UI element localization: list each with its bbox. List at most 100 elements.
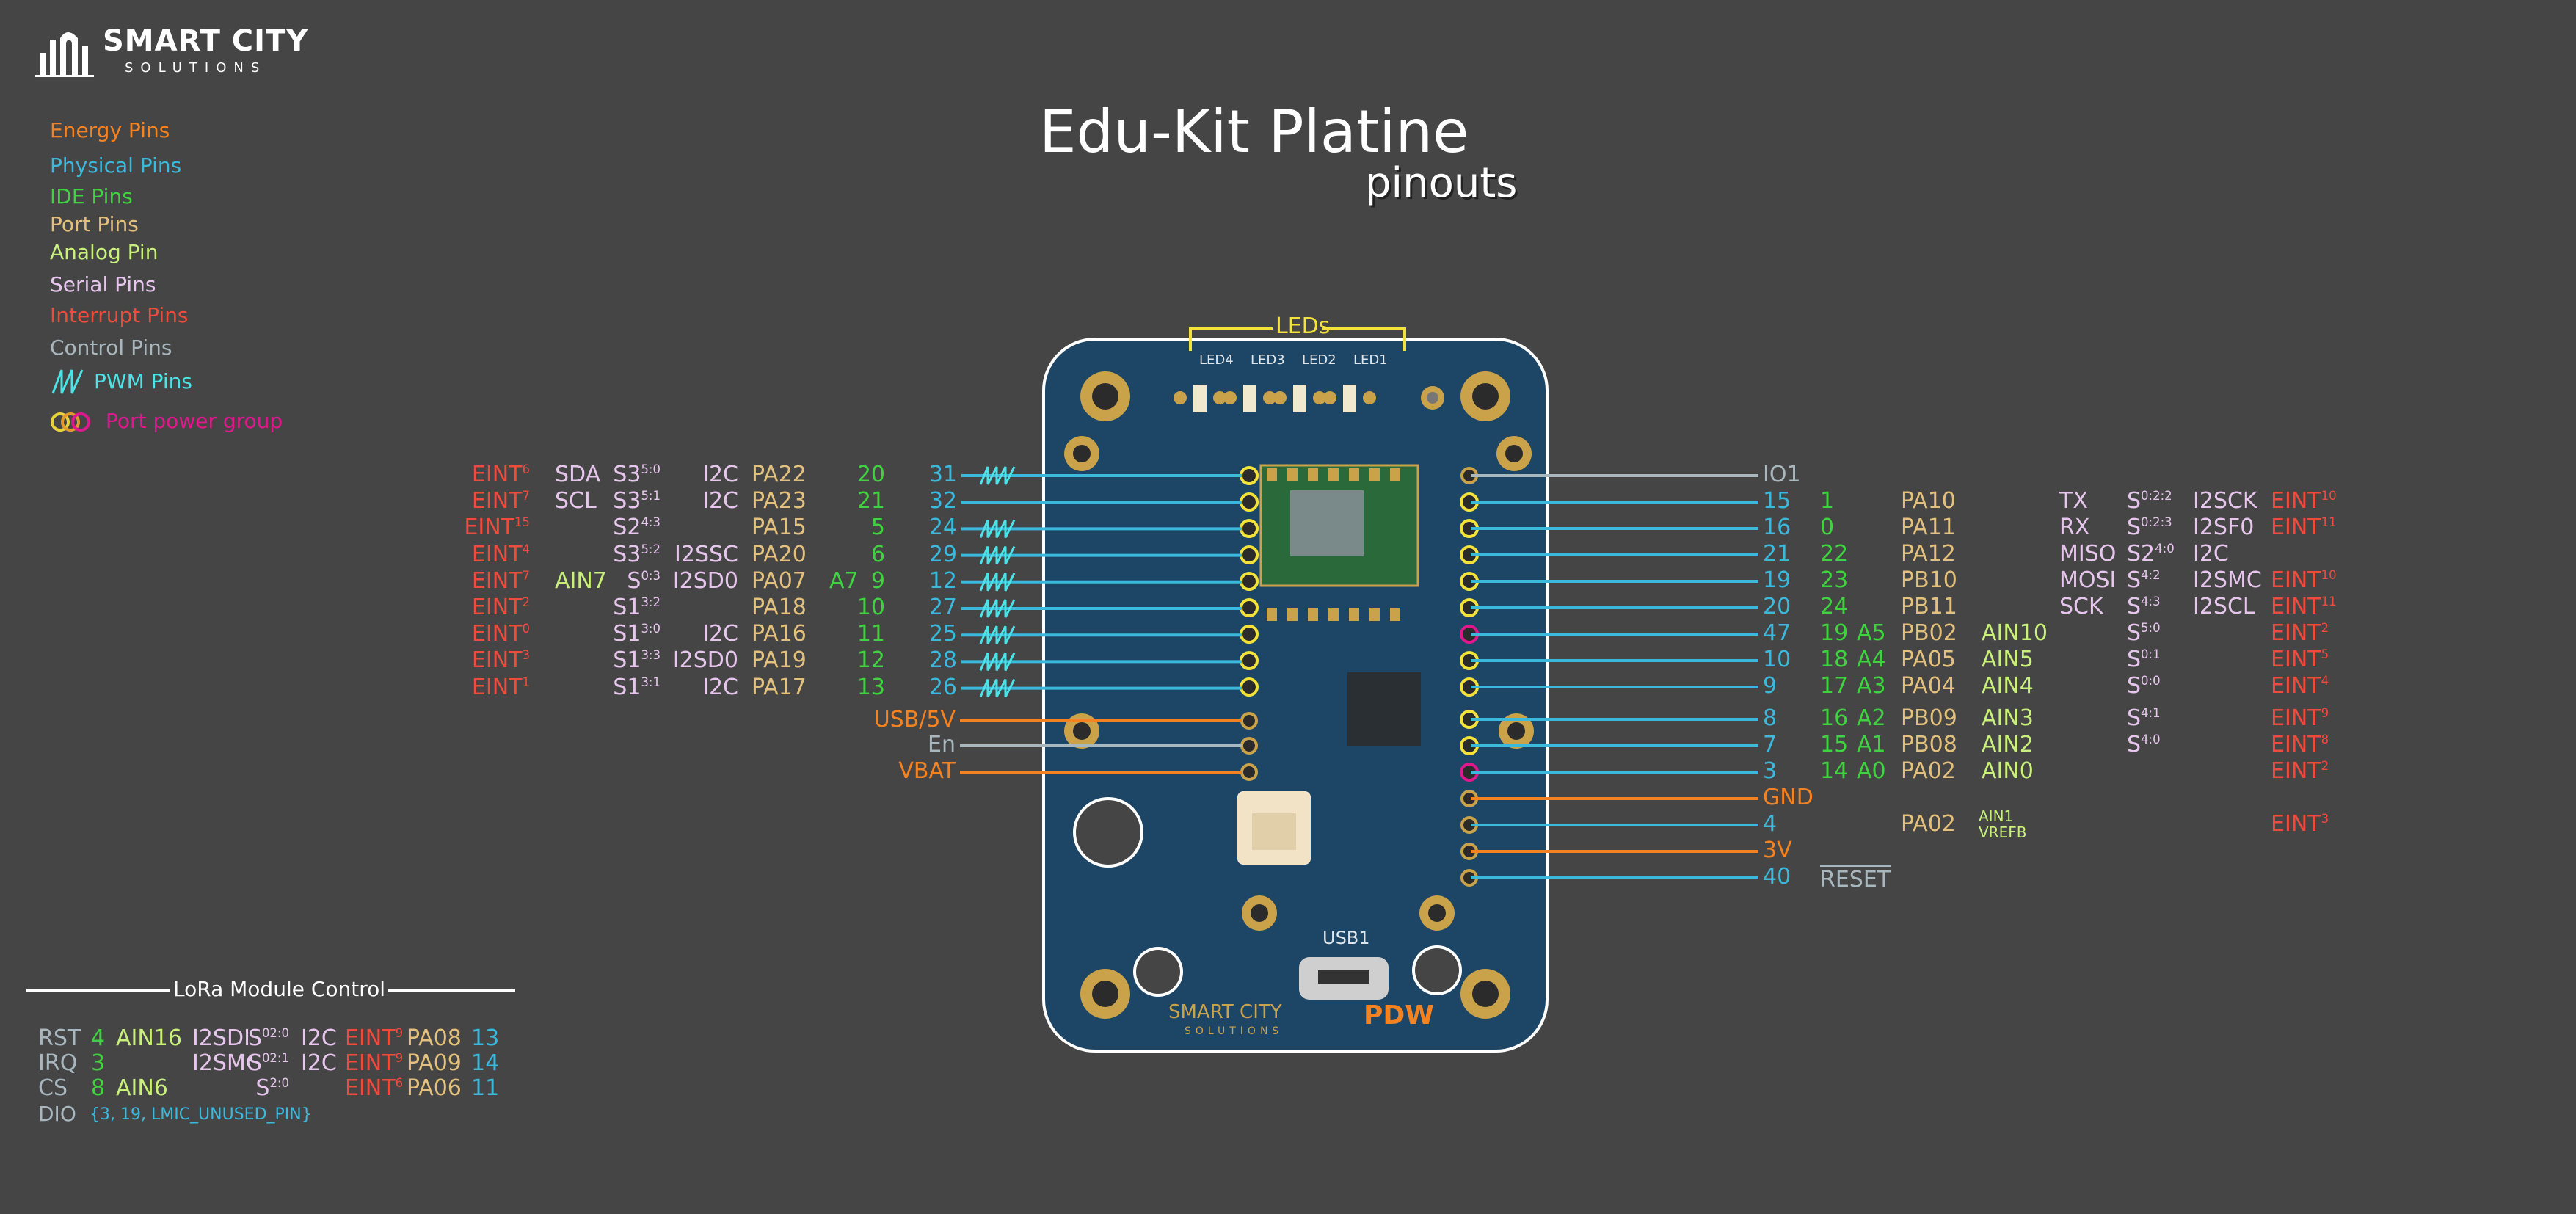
sercom-pad-label: S13:2 [613, 595, 661, 620]
physical-label: IO1 [1763, 462, 1801, 487]
physical-label: 15 [1763, 488, 1791, 514]
ide-analog-label: A7 [829, 567, 859, 594]
physical-label: 24 [928, 515, 957, 541]
physical-label: 3V [1763, 837, 1792, 863]
lora-physical: 11 [471, 1075, 500, 1101]
port-label: PB10 [1901, 567, 1957, 593]
physical-label: 31 [928, 462, 957, 487]
eint-label: EINT8 [2271, 732, 2329, 757]
board-pcb [1042, 338, 1549, 1053]
ide-label: 12 [856, 647, 885, 674]
led3-label: LED3 [1251, 352, 1285, 368]
lora-bus2: I2C [301, 1050, 337, 1076]
ide-label: 24 [1820, 594, 1849, 619]
physical-label: GND [1763, 785, 1813, 810]
analog-label: AIN4 [1982, 673, 2034, 699]
ide-label: 15 [1820, 732, 1849, 757]
ide-analog-label: A2 [1857, 705, 1886, 731]
lora-bus: I2SDI [192, 1025, 250, 1051]
ide-label: 14 [1820, 758, 1849, 784]
bus-label: I2SCL [2193, 594, 2255, 619]
port-power-group-icon [51, 412, 90, 432]
ide-label: 9 [870, 567, 885, 594]
sercom-label: AIN7 [555, 567, 607, 594]
bus-label: I2C [2193, 541, 2229, 567]
ide-label: 6 [870, 541, 885, 567]
ide-label: 20 [856, 462, 885, 487]
lora-bus: I2SMC [192, 1050, 261, 1076]
bus-label: I2C [702, 674, 738, 700]
analog-label: AIN5 [1982, 647, 2034, 672]
legend-port-power-group: Port power group [106, 409, 283, 433]
serial-label: MISO [2059, 541, 2117, 567]
serial-label: TX [2059, 488, 2088, 514]
sercom-pad-label: S13:1 [613, 674, 661, 700]
leds-bracket [1189, 327, 1406, 351]
legend-interrupt: Interrupt Pins [50, 303, 189, 327]
eint-label: EINT15 [464, 515, 530, 541]
lora-sercom: S02:0 [247, 1025, 289, 1051]
bus-label: I2C [702, 488, 738, 515]
port-label: PA22 [752, 462, 807, 487]
port-label: PB11 [1901, 594, 1957, 619]
leds-header: LEDs [1276, 313, 1331, 339]
sercom-pad-label: S35:1 [613, 488, 661, 515]
sercom-pad-label: S0:0 [2127, 673, 2161, 699]
bus-label: I2C [702, 621, 738, 647]
board-logo-text1: SMART CITY [1168, 1001, 1282, 1023]
lora-analog: AIN16 [116, 1025, 182, 1051]
analog-label-2: VREFB [1979, 824, 2027, 841]
eint-label: EINT7 [471, 567, 530, 594]
port-label: PA10 [1901, 488, 1956, 514]
eint-label: EINT3 [2271, 811, 2329, 837]
bus-label: I2SSC [674, 541, 738, 567]
sercom-label: SCL [555, 488, 597, 515]
port-label: PB09 [1901, 705, 1957, 731]
page-title: Edu-Kit Platine [1039, 98, 1469, 166]
eint-label: EINT10 [2271, 488, 2337, 514]
pwm-icon [979, 652, 1016, 672]
legend-energy: Energy Pins [50, 118, 170, 142]
physical-label: 27 [928, 595, 957, 620]
port-label: PA02 [1901, 811, 1956, 837]
lora-pin-name: CS [38, 1075, 68, 1101]
eint-label: EINT11 [2271, 594, 2337, 619]
physical-label: 32 [928, 488, 957, 515]
eint-label: EINT3 [471, 647, 530, 674]
eint-label: EINT0 [471, 621, 530, 647]
lora-ide: 4 [91, 1025, 106, 1051]
pwm-icon [51, 369, 84, 394]
physical-label: 16 [1763, 515, 1791, 540]
eint-label: EINT4 [471, 541, 530, 567]
physical-label: 26 [928, 674, 957, 700]
physical-label: 10 [1763, 647, 1791, 672]
company-logo: SMART CITY SOLUTIONS [35, 23, 308, 82]
lora-physical: 13 [471, 1025, 500, 1051]
bus-label: I2C [702, 462, 738, 487]
port-label: PA07 [752, 567, 807, 594]
sercom-pad-label: S35:0 [613, 462, 661, 487]
legend-control: Control Pins [50, 335, 172, 360]
sercom-pad-label: S35:2 [613, 541, 661, 567]
eint-label: EINT10 [2271, 567, 2337, 593]
pwm-icon [979, 599, 1016, 618]
lora-eint: EINT6 [345, 1075, 404, 1101]
sercom-pad-label: S24:3 [613, 515, 661, 541]
board-brand: PDW [1364, 1000, 1434, 1031]
lora-sercom: S02:1 [247, 1050, 289, 1076]
legend-serial: Serial Pins [50, 272, 156, 297]
physical-label: 47 [1763, 620, 1791, 646]
ide-label: 21 [856, 488, 885, 515]
led4-label: LED4 [1199, 352, 1234, 368]
eint-label: EINT2 [471, 595, 530, 620]
legend-analog: Analog Pin [50, 240, 159, 264]
lora-analog: AIN6 [116, 1075, 168, 1101]
port-label: PA05 [1901, 647, 1956, 672]
lora-port: PA08 [407, 1025, 462, 1051]
port-label: PA20 [752, 541, 807, 567]
physical-label: 25 [928, 621, 957, 647]
lora-header-line-right [388, 989, 515, 992]
ide-analog-label: A4 [1857, 647, 1886, 672]
port-label: PA12 [1901, 541, 1956, 567]
physical-label: 3 [1763, 758, 1778, 784]
